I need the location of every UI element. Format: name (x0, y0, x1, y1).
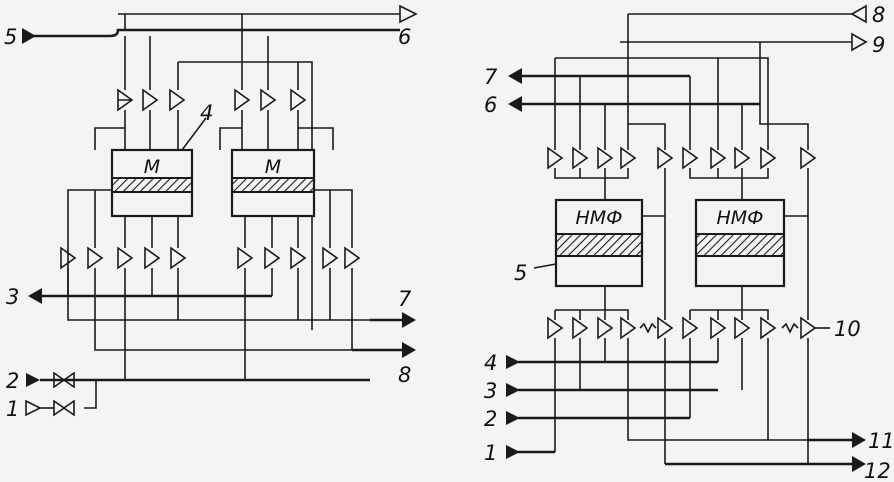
stream-8-right: 8 (872, 3, 885, 27)
apparatus-label-nmf-1: НМФ (575, 207, 622, 229)
stream-1-right: 1 (484, 441, 497, 465)
right-apparatus-1: НМФ (554, 198, 644, 288)
stream-12-right: 12 (864, 459, 891, 482)
stream-6-left: 6 (398, 25, 411, 49)
stream-8-left: 8 (398, 363, 411, 387)
left-apparatus-2: M (230, 148, 316, 218)
stream-1-left: 1 (6, 397, 19, 421)
left-scheme: M M 4 (4, 4, 418, 421)
stream-3-left: 3 (6, 285, 19, 309)
apparatus-label-nmf-2: НМФ (716, 207, 763, 229)
apparatus-label-m-1: M (144, 156, 160, 178)
stream-11-right: 11 (868, 429, 894, 453)
left-apparatus-1: M (110, 148, 194, 218)
stream-7-right: 7 (484, 65, 498, 89)
left-bottom-valves (60, 246, 361, 270)
right-top-valves (547, 146, 817, 170)
right-apparatus-2: НМФ (694, 198, 786, 288)
callout-5: 5 (514, 261, 527, 285)
stream-9-right: 9 (872, 33, 885, 57)
callout-4: 4 (200, 101, 213, 125)
apparatus-label-m-2: M (265, 156, 281, 178)
callout-10: 10 (834, 317, 861, 341)
stream-3-right: 3 (484, 379, 497, 403)
stream-2-right: 2 (484, 407, 497, 431)
left-top-valves (117, 88, 307, 112)
stream-7-left: 7 (398, 287, 412, 311)
stream-5-left: 5 (4, 25, 17, 49)
right-bottom-valves (547, 316, 817, 340)
stream-4-right: 4 (484, 351, 497, 375)
stream-2-left: 2 (6, 369, 19, 393)
stream-6-right: 6 (484, 93, 497, 117)
right-scheme: 8 9 7 6 (484, 3, 894, 482)
